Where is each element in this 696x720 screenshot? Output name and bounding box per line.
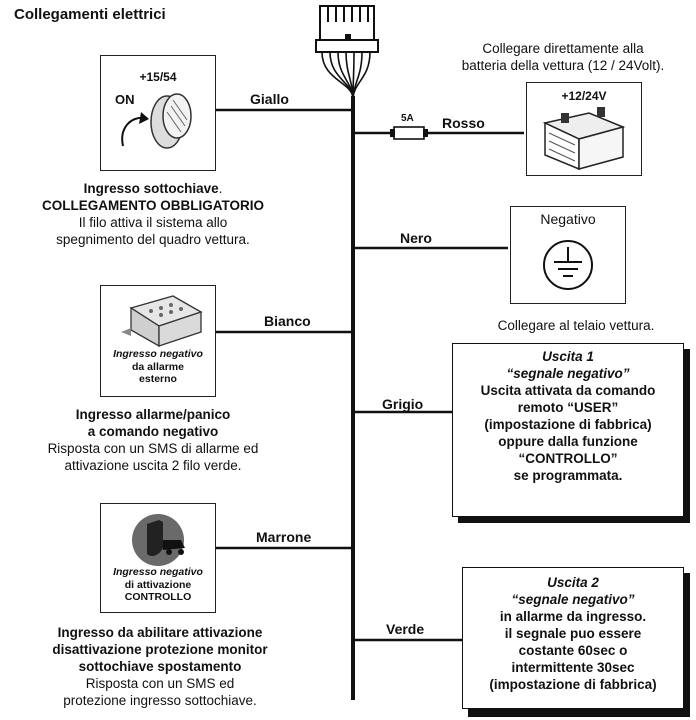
control-box-line3: CONTROLLO xyxy=(124,591,192,603)
page-title: Collegamenti elettrici xyxy=(14,6,166,23)
output2-line3: in allarme da ingresso. xyxy=(499,609,647,624)
battery-icon xyxy=(542,107,626,171)
output1-line5: (impostazione di fabbrica) xyxy=(484,417,652,432)
ignition-caption-mandatory: COLLEGAMENTO OBBLIGATORIO xyxy=(42,198,264,213)
ignition-caption-desc1: Il filo attiva il sistema allo xyxy=(78,215,228,230)
alarm-input-box: Ingresso negativo da allarme esterno xyxy=(100,285,216,397)
control-caption: Ingresso da abilitare attivazione disatt… xyxy=(0,624,320,709)
remote-module-icon xyxy=(121,295,203,348)
output2-line5: costante 60sec o xyxy=(518,643,628,658)
output1-title: Uscita 1 xyxy=(542,349,594,364)
alarm-box-line2: da allarme xyxy=(132,360,184,373)
alarm-caption-desc2: attivazione uscita 2 filo verde. xyxy=(64,458,242,473)
output1-line4: remoto “USER” xyxy=(517,400,619,415)
alarm-caption-desc1: Risposta con un SMS di allarme ed xyxy=(47,441,259,456)
ground-box: Negativo xyxy=(510,206,626,304)
ignition-caption-desc2: spegnimento del quadro vettura. xyxy=(56,232,250,247)
battery-note: Collegare direttamente alla batteria del… xyxy=(430,40,696,74)
control-box-line1: Ingresso negativo xyxy=(113,566,203,578)
wire-label-verde: Verde xyxy=(386,621,425,637)
control-box-line2: di attivazione xyxy=(124,578,192,591)
control-input-box: Ingresso negativo di attivazione CONTROL… xyxy=(100,503,216,613)
battery-label: +12/24V xyxy=(561,89,607,103)
shield-car-icon xyxy=(132,514,185,566)
output2-line6: intermittente 30sec xyxy=(511,660,635,675)
connector-icon xyxy=(315,5,379,99)
output1-line8: se programmata. xyxy=(513,468,623,483)
wire-label-bianco: Bianco xyxy=(264,313,311,329)
output2-line7: (impostazione di fabbrica) xyxy=(489,677,657,692)
output1-line3: Uscita attivata da comando xyxy=(480,383,656,398)
ignition-key-icon xyxy=(121,93,192,149)
ignition-caption-title: Ingresso sottochiave xyxy=(83,181,219,196)
wire-label-marrone: Marrone xyxy=(256,529,312,545)
alarm-caption-subtitle: a comando negativo xyxy=(87,424,219,439)
control-caption-line5: protezione ingresso sottochiave. xyxy=(63,693,257,708)
ignition-input-box: +15/54 ON xyxy=(100,55,216,171)
control-caption-line4: Risposta con un SMS ed xyxy=(85,676,235,691)
output2-signal: “segnale negativo” xyxy=(511,592,635,607)
fuse-label: 5A xyxy=(401,113,414,124)
alarm-box-line3: esterno xyxy=(139,373,177,385)
ignition-caption-dot: . xyxy=(218,181,223,196)
wire-label-grigio: Grigio xyxy=(382,396,424,412)
control-caption-line2: disattivazione protezione monitor xyxy=(52,642,268,657)
control-caption-line3: sottochiave spostamento xyxy=(78,659,242,674)
ignition-caption: Ingresso sottochiave. COLLEGAMENTO OBBLI… xyxy=(0,180,306,248)
control-caption-line1: Ingresso da abilitare attivazione xyxy=(57,625,263,640)
alarm-caption: Ingresso allarme/panico a comando negati… xyxy=(0,406,306,474)
battery-box: +12/24V xyxy=(526,82,642,176)
output2-line4: il segnale puo essere xyxy=(504,626,642,641)
output2-title: Uscita 2 xyxy=(547,575,599,590)
output2-box: Uscita 2 “segnale negativo” in allarme d… xyxy=(462,567,684,709)
alarm-caption-title: Ingresso allarme/panico xyxy=(75,407,231,422)
wire-label-nero: Nero xyxy=(400,230,432,246)
alarm-box-line1: Ingresso negativo xyxy=(113,348,203,360)
ignition-on-label: ON xyxy=(115,92,135,107)
ground-label: Negativo xyxy=(540,211,596,227)
ground-note: Collegare al telaio vettura. xyxy=(497,318,655,333)
battery-note-line1: Collegare direttamente alla xyxy=(482,41,644,56)
ground-icon xyxy=(543,240,593,290)
output1-line6: oppure dalla funzione xyxy=(498,434,638,449)
wire-label-rosso: Rosso xyxy=(442,115,485,131)
output1-signal: “segnale negativo” xyxy=(506,366,630,381)
fuse-icon xyxy=(390,126,428,140)
ignition-voltage-label: +15/54 xyxy=(139,70,177,84)
battery-note-line2: batteria della vettura (12 / 24Volt). xyxy=(461,58,665,73)
output1-box: Uscita 1 “segnale negativo” Uscita attiv… xyxy=(452,343,684,517)
output1-line7: “CONTROLLO” xyxy=(518,451,618,466)
wire-label-giallo: Giallo xyxy=(250,91,289,107)
